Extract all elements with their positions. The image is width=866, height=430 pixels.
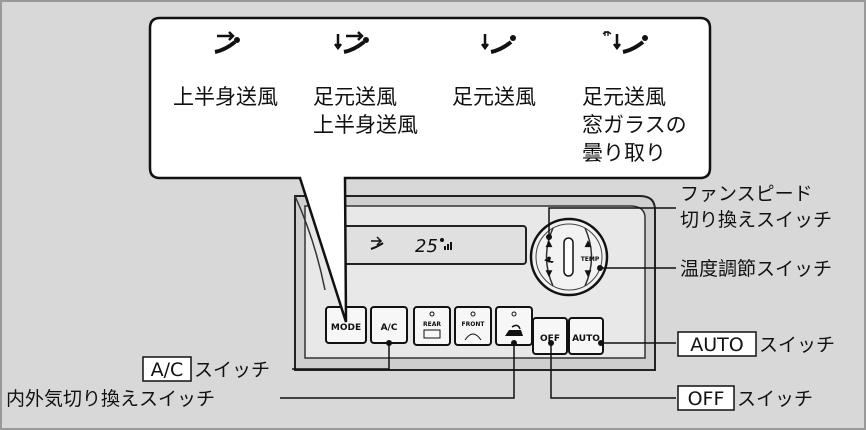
dial-cluster: ▲ ▼ ▲ ▼ TEMP <box>529 217 609 297</box>
mode-button[interactable]: MODE <box>325 306 367 344</box>
face-vent-icon <box>214 31 240 54</box>
fan-speed-dial[interactable]: ▲ ▼ <box>544 227 554 287</box>
ac-label-box <box>142 356 192 382</box>
display-temperature: 25 <box>415 236 438 257</box>
ac-label-box-text: A/C <box>151 359 184 381</box>
mode-4-caption-line3: 曇り取り <box>582 141 666 165</box>
leader-dots <box>386 234 604 346</box>
fan-icon <box>544 256 554 263</box>
rear-defrost-button[interactable]: REAR <box>413 306 451 346</box>
fan-speed-label-line1: ファンスピード <box>680 183 813 205</box>
display-mode-icon <box>370 236 384 250</box>
mode-2-caption-line1: 足元送風 <box>313 85 397 109</box>
svg-text:▼: ▼ <box>585 269 592 279</box>
front-defrost-button[interactable]: FRONT <box>454 306 492 346</box>
svg-text:▲: ▲ <box>546 239 553 249</box>
fan-speed-label-line2: 切り換えスイッチ <box>680 209 832 231</box>
auto-button-label: AUTO <box>572 334 600 344</box>
mode-button-label: MODE <box>331 323 361 333</box>
auto-label-box <box>677 331 757 357</box>
bilevel-vent-icon <box>334 31 369 54</box>
auto-button[interactable]: AUTO <box>568 317 604 355</box>
front-button-label: FRONT <box>462 321 486 328</box>
temp-dial-label: TEMP <box>581 256 600 263</box>
mode-4-caption-line1: 足元送風 <box>582 85 666 109</box>
recirculation-icon <box>505 324 523 336</box>
fan-level-icon <box>440 238 452 250</box>
recirculation-button[interactable] <box>495 306 533 346</box>
front-defrost-icon <box>464 333 482 341</box>
temp-dial[interactable]: ▲ ▼ TEMP <box>581 227 600 287</box>
ac-button-label: A/C <box>381 323 398 333</box>
recirculation-switch-label: 内外気切り換えスイッチ <box>6 388 215 410</box>
auto-label-box-text: AUTO <box>690 334 743 356</box>
off-label-box-text: OFF <box>688 388 725 410</box>
off-button-label: OFF <box>540 334 560 344</box>
floor-defrost-icon <box>602 31 648 54</box>
mode-2-caption-line2: 上半身送風 <box>313 113 418 137</box>
temp-switch-label: 温度調節スイッチ <box>680 258 832 280</box>
mode-1-caption: 上半身送風 <box>173 85 278 109</box>
mode-callout <box>148 16 712 323</box>
mode-4-caption-line2: 窓ガラスの <box>582 113 687 137</box>
ac-button[interactable]: A/C <box>370 306 408 344</box>
rear-defrost-icon <box>423 329 441 339</box>
svg-text:▼: ▼ <box>546 269 553 279</box>
ac-switch-suffix: スイッチ <box>194 359 270 381</box>
dial-center-divider <box>563 237 574 277</box>
mode-3-caption: 足元送風 <box>452 85 536 109</box>
off-label-box <box>677 385 735 411</box>
off-switch-suffix: スイッチ <box>737 388 813 410</box>
lcd-display: 25 <box>342 225 527 265</box>
floor-vent-icon <box>481 34 516 54</box>
leader-lines <box>280 207 676 399</box>
off-button[interactable]: OFF <box>532 317 568 355</box>
rear-button-label: REAR <box>423 321 441 328</box>
auto-switch-suffix: スイッチ <box>759 334 835 356</box>
svg-text:▲: ▲ <box>585 239 592 249</box>
